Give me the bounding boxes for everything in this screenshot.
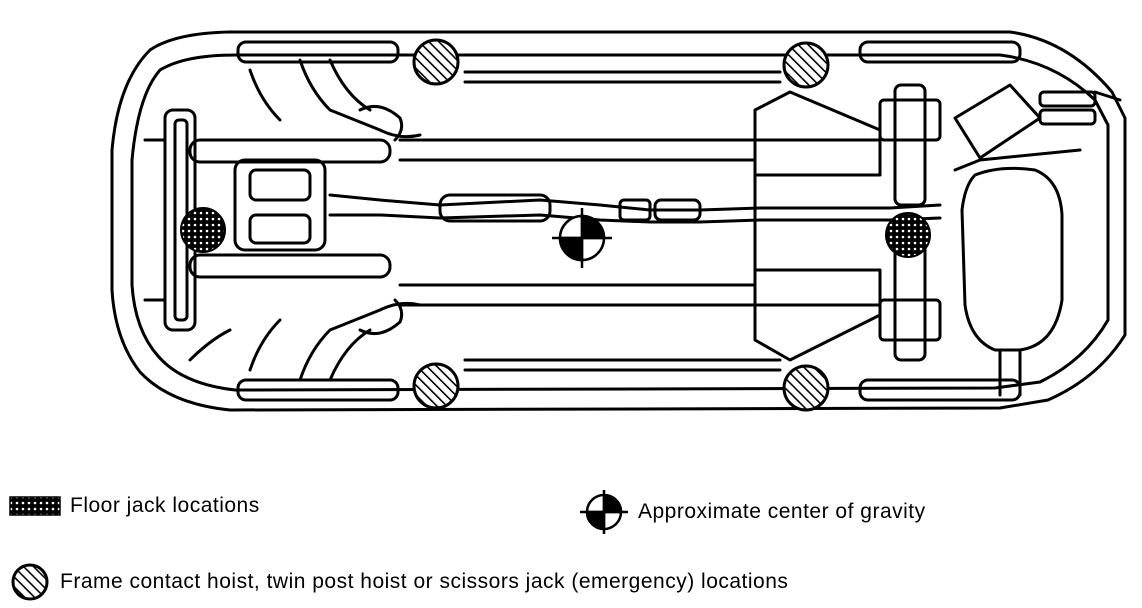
rear-component-box [953, 83, 1042, 160]
frame-contact-rear-right [782, 364, 830, 412]
rear-floor-panel [753, 90, 882, 177]
frame-contact-hatched-circle-icon [11, 563, 49, 601]
rear-upper-pad [858, 40, 1022, 64]
frame-contact-front-right [412, 362, 460, 410]
floor-jack-front [180, 207, 226, 253]
center-of-gravity-marker [552, 208, 612, 268]
frame-contact-front-left [412, 38, 460, 86]
exhaust-pipe [328, 193, 942, 212]
vehicle-underbody-diagram [110, 30, 1127, 412]
legend-floor-jack: Floor jack locations [8, 494, 260, 518]
front-crossmember-lower [188, 253, 392, 279]
body-inner-line [130, 53, 1110, 392]
front-upper-pad [236, 40, 400, 64]
legend-frame-contact: Frame contact hoist, twin post hoist or … [8, 562, 788, 602]
frame-contact-rear-left [782, 41, 830, 89]
engine-block [233, 158, 327, 252]
body-outline [110, 30, 1127, 412]
center-of-gravity-icon [580, 490, 628, 534]
legend-center-of-gravity: Approximate center of gravity [578, 488, 926, 536]
floor-jack-points [180, 207, 931, 258]
front-lower-pad [236, 378, 400, 402]
legend-center-of-gravity-label: Approximate center of gravity [638, 500, 926, 523]
muffler [438, 193, 552, 223]
legend-floor-jack-label: Floor jack locations [70, 494, 260, 517]
floor-jack-crosshatch-icon [9, 496, 61, 516]
frame-contact-points [412, 38, 830, 412]
legend-frame-contact-label: Frame contact hoist, twin post hoist or … [60, 570, 789, 593]
fuel-tank [960, 166, 1064, 352]
front-crossmember-upper [188, 138, 392, 164]
floor-jack-rear [885, 212, 931, 258]
rear-lower-pad [858, 378, 1022, 402]
